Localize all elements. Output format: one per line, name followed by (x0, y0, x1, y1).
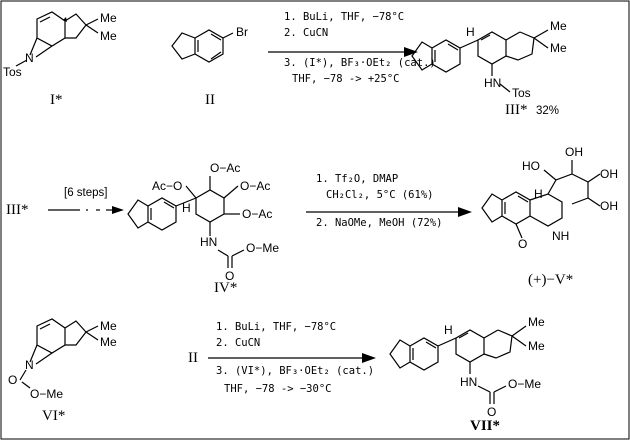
ome-label: O−Me (246, 241, 279, 255)
br-label: Br (236, 25, 248, 39)
condition-line: 3. (VI*), BF₃·OEt₂ (cat.) (216, 365, 374, 377)
arrow-head (362, 353, 376, 363)
oh-label: HO (522, 159, 540, 173)
condition-line: 2. NaOMe, MeOH (72%) (316, 217, 442, 229)
arrow-head (458, 207, 472, 217)
tos-label: Tos (3, 65, 22, 79)
nh-label: NH (552, 229, 569, 243)
oh-label: OH (565, 145, 583, 159)
n-atom-label: N (25, 51, 34, 65)
steps-label: [6 steps] (64, 187, 107, 199)
oac-label: Ac−O (152, 179, 182, 193)
condition-line: 1. BuLi, THF, −78°C (216, 321, 336, 333)
me-label: Me (528, 339, 545, 353)
o-atom-label: O (518, 237, 527, 251)
arrow-head (404, 47, 418, 57)
oac-label: O−Ac (240, 179, 270, 193)
yield-label: 32% (536, 105, 559, 117)
me-label: Me (100, 11, 117, 25)
oac-label: O−Ac (242, 207, 272, 221)
condition-line: CH₂Cl₂, 5°C (61%) (326, 189, 433, 201)
condition-line: 1. Tf₂O, DMAP (316, 173, 398, 185)
ome-label: O−Me (508, 377, 541, 391)
compound-III-label: III* (505, 102, 528, 118)
me-label: Me (550, 19, 567, 33)
condition-line: 1. BuLi, THF, −78°C (284, 11, 404, 23)
h-atom-label: H (534, 187, 543, 201)
n-atom-label: N (25, 358, 34, 372)
h-atom-label: H (466, 25, 475, 39)
compound-IV-label: IV* (214, 280, 237, 296)
h-atom-label: H (182, 201, 191, 215)
hn-label: HN (200, 235, 217, 249)
h-atom-label: H (444, 323, 453, 337)
me-label: Me (100, 335, 117, 349)
o-atom-label: O (487, 405, 496, 419)
compound-I-label: I* (50, 92, 63, 108)
condition-line: THF, −78 -> −30°C (224, 383, 331, 395)
tos-label: Tos (512, 86, 531, 100)
compound-VI-label: VI* (42, 408, 65, 424)
compound-I-structure (15, 11, 99, 67)
condition-line: 3. (I*), BF₃·OEt₂ (cat.) (284, 57, 436, 69)
compound-V-label: (+)−V* (528, 272, 573, 288)
compound-VII-structure (389, 325, 527, 404)
ome-label: O−Me (30, 387, 63, 401)
compound-III-label: III* (6, 202, 29, 218)
compound-II-label: II (205, 92, 215, 108)
me-label: Me (100, 319, 117, 333)
me-label: Me (528, 315, 545, 329)
compound-II-structure (171, 29, 234, 63)
me-label: Me (100, 29, 117, 43)
compound-II-label: II (188, 350, 198, 366)
oh-label: OH (600, 167, 618, 181)
condition-line: THF, −78 -> +25°C (292, 73, 399, 85)
condition-line: 2. CuCN (216, 337, 260, 349)
oh-label: OH (600, 199, 618, 213)
compound-VII-label: VII* (470, 418, 500, 434)
condition-line: 2. CuCN (284, 27, 328, 39)
arrow-head (112, 206, 124, 214)
compound-III-structure (411, 29, 549, 93)
compound-VI-structure (19, 318, 99, 389)
hn-label: HN (460, 375, 477, 389)
compound-V-structure (481, 160, 601, 239)
hn-label: HN (484, 76, 501, 90)
me-label: Me (550, 41, 567, 55)
compound-IV-structure (127, 176, 245, 268)
o-atom-label: O (225, 269, 234, 283)
oac-label: O−Ac (210, 161, 240, 175)
o-atom-label: O (8, 373, 17, 387)
